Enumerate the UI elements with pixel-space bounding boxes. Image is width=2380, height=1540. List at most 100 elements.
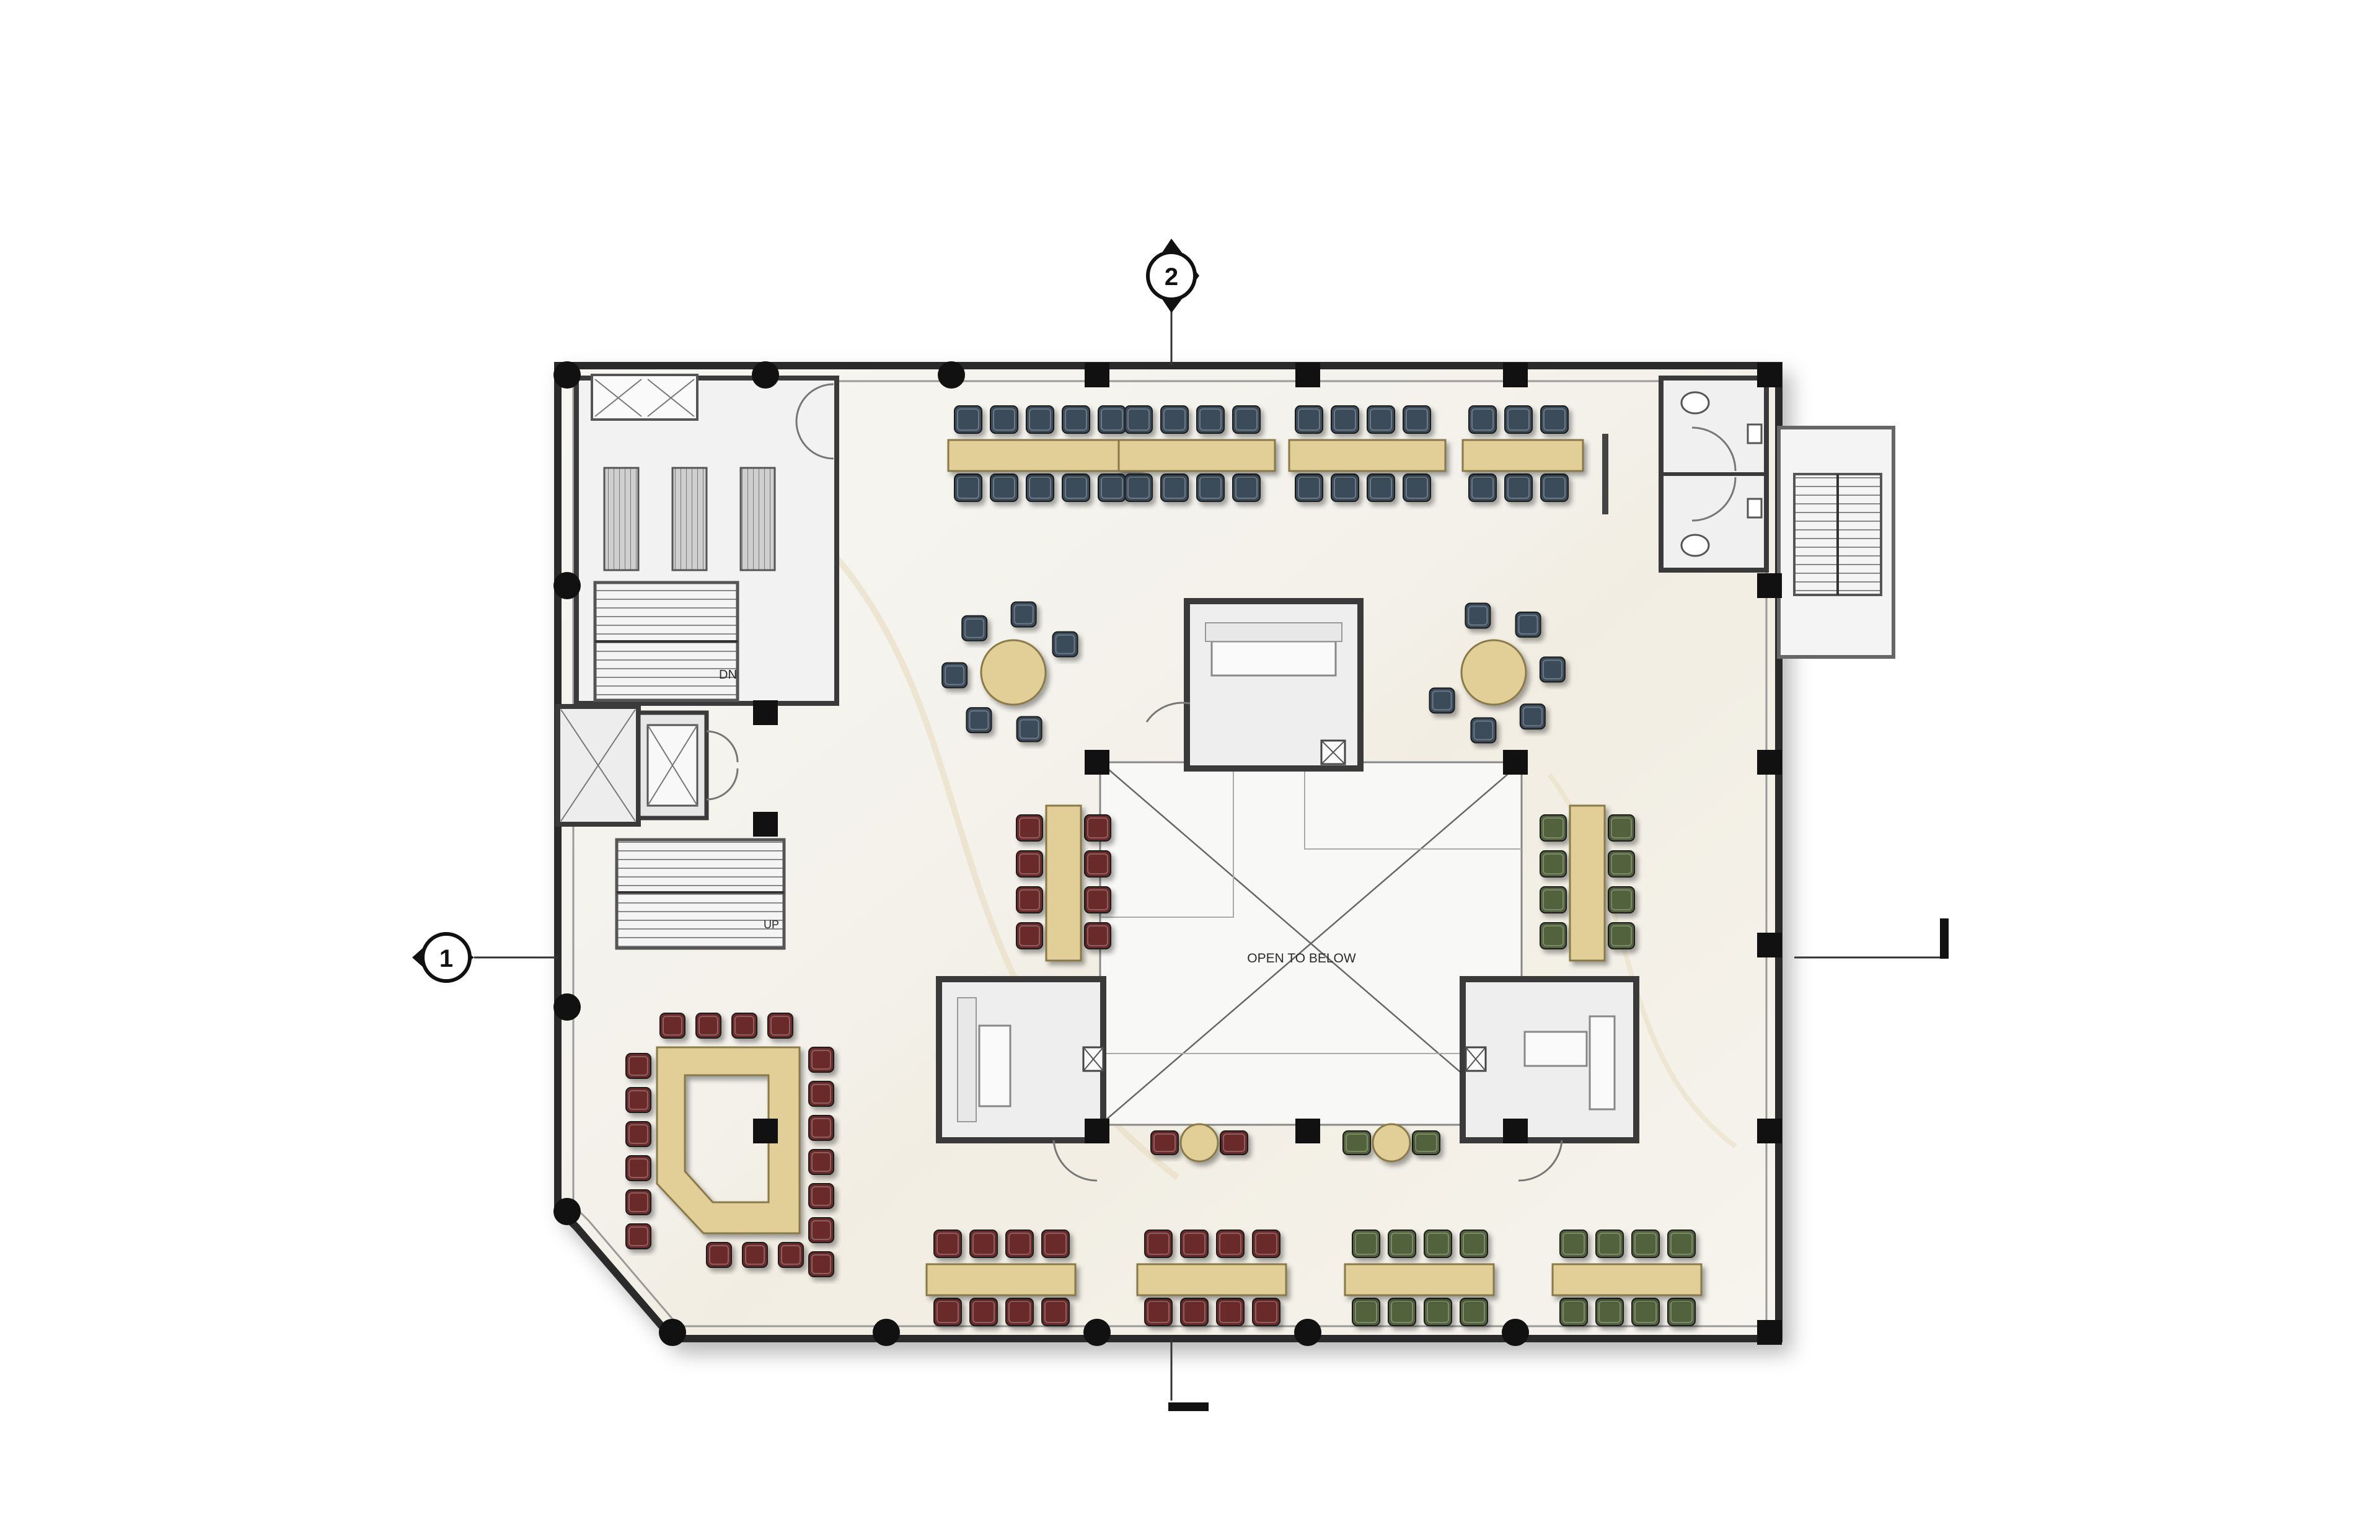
chair: [808, 1047, 834, 1073]
chair: [625, 1155, 651, 1181]
workstation-top-4: [1461, 405, 1584, 502]
section-marker-1: 1: [412, 932, 558, 983]
chair: [1403, 405, 1431, 434]
chair: [1460, 1298, 1488, 1326]
open-to-below-label: OPEN TO BELOW: [1247, 951, 1356, 966]
column-square: [1757, 1320, 1782, 1345]
chair: [625, 1189, 651, 1215]
chair: [1540, 405, 1569, 434]
column-square: [1503, 363, 1528, 387]
column-square: [1085, 1119, 1109, 1143]
column-square: [753, 700, 778, 725]
chair: [1519, 703, 1546, 730]
workstation-top-1: [947, 405, 1142, 502]
chair: [1216, 1230, 1245, 1258]
chair: [1005, 1298, 1034, 1326]
chair: [1216, 1298, 1245, 1326]
column-square: [1757, 573, 1782, 598]
chair: [1124, 473, 1153, 502]
chair: [767, 1013, 793, 1039]
chair: [1150, 1130, 1179, 1155]
column-round: [752, 361, 779, 389]
chair: [1026, 473, 1054, 502]
table: [1136, 1263, 1287, 1296]
chair: [1062, 473, 1090, 502]
conference-table: [625, 1013, 834, 1277]
chair: [1016, 886, 1043, 913]
column-square: [1757, 1119, 1782, 1143]
chair: [1144, 1230, 1173, 1258]
chair: [1232, 473, 1261, 502]
chair: [933, 1298, 962, 1326]
chair: [954, 405, 982, 434]
chair: [778, 1242, 804, 1268]
chair: [1041, 1230, 1070, 1258]
chair: [1504, 473, 1533, 502]
chair: [742, 1242, 768, 1268]
chair: [1403, 473, 1431, 502]
workstation-bottom-4: [1551, 1230, 1703, 1326]
chair: [933, 1230, 962, 1258]
table: [1569, 804, 1606, 962]
chair: [1084, 922, 1111, 949]
chair: [808, 1183, 834, 1209]
chair: [1062, 405, 1090, 434]
chair: [706, 1242, 732, 1268]
chair: [941, 662, 968, 689]
chair: [1540, 473, 1569, 502]
chair: [1098, 473, 1126, 502]
round-table-2: [1429, 602, 1566, 744]
chair: [1196, 405, 1225, 434]
chair: [1084, 850, 1111, 878]
exterior-stair: [1777, 426, 1895, 659]
cafe-table-2: [1342, 1123, 1440, 1163]
chair: [1667, 1230, 1696, 1258]
chair: [1504, 405, 1533, 434]
chair: [1220, 1130, 1248, 1155]
workstation-bottom-2: [1136, 1230, 1287, 1326]
service-core: DN UP: [555, 374, 839, 950]
chair: [1252, 1230, 1280, 1258]
chair: [1160, 473, 1189, 502]
workstation-top-2: [1117, 405, 1276, 502]
chair: [1041, 1298, 1070, 1326]
chair: [954, 473, 982, 502]
chair: [1124, 405, 1153, 434]
table: [1288, 439, 1447, 472]
section-marker-2-end: [1168, 1339, 1209, 1411]
column-square: [1295, 363, 1320, 387]
section-marker-2-label: 2: [1165, 263, 1178, 291]
table: [1461, 439, 1584, 472]
chair: [695, 1013, 721, 1039]
chair: [1016, 922, 1043, 949]
column-round: [659, 1319, 686, 1346]
chair: [1465, 602, 1491, 629]
chair: [1367, 405, 1395, 434]
atrium-opening: OPEN TO BELOW: [1099, 761, 1523, 1126]
chair: [1052, 631, 1078, 658]
column-square: [1757, 933, 1782, 957]
column-square: [1503, 1119, 1528, 1143]
structural-columns: [553, 361, 1782, 1346]
chair: [966, 707, 992, 734]
chair: [1342, 1130, 1371, 1155]
stair-up-label: UP: [764, 918, 779, 931]
section-marker-2: 2: [1146, 239, 1199, 366]
chair: [1352, 1298, 1380, 1326]
column-round: [553, 361, 581, 389]
chair: [1468, 405, 1497, 434]
chair: [1180, 1230, 1209, 1258]
column-round: [553, 1198, 581, 1225]
chair: [1559, 1230, 1588, 1258]
column-square: [1503, 750, 1528, 775]
table: [925, 1263, 1077, 1296]
chair: [1331, 405, 1359, 434]
chair: [808, 1149, 834, 1175]
chair: [1631, 1298, 1660, 1326]
chair: [1470, 717, 1497, 744]
chair: [1608, 850, 1635, 878]
chair: [1608, 922, 1635, 949]
chair: [1144, 1298, 1173, 1326]
